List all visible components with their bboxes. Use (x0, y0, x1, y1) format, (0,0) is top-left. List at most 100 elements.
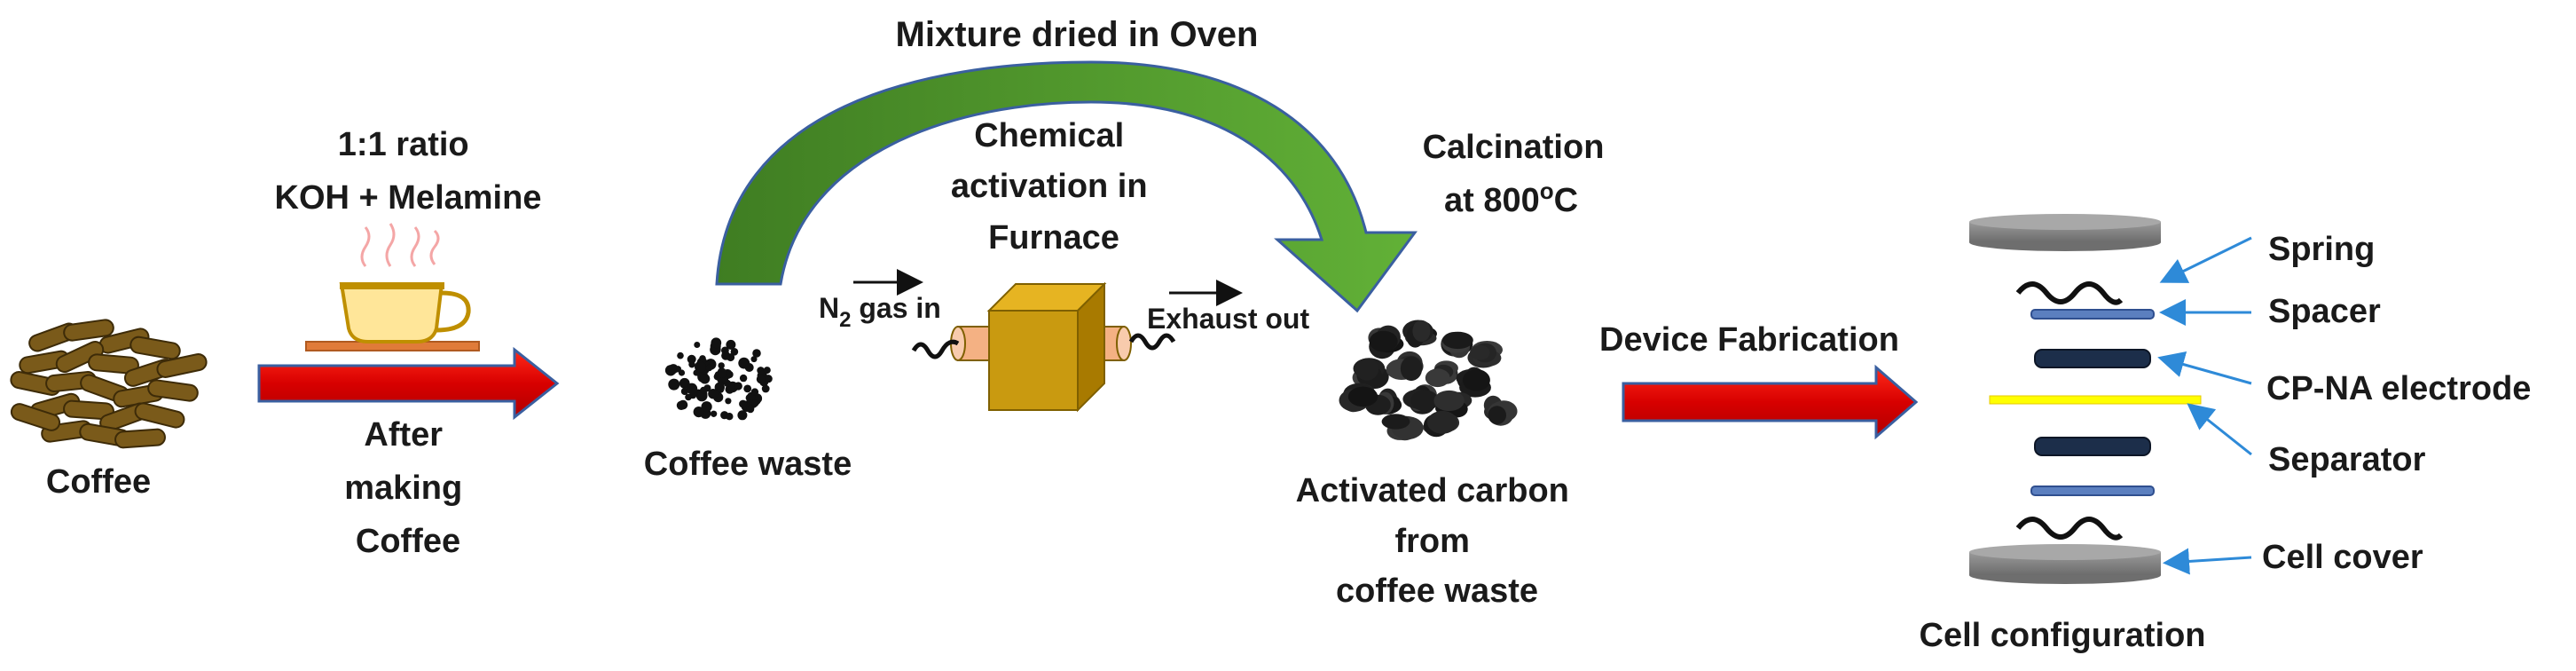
ratio-label: 1:1 ratio KOH + Melamine (275, 126, 542, 217)
cell-configuration (1969, 214, 2252, 584)
coffee-label: Coffee (46, 463, 151, 501)
carbon-particle (1412, 320, 1431, 343)
after-line-3: Coffee (356, 523, 460, 560)
carbon-particle (1381, 414, 1410, 430)
exhaust-out-label: Exhaust out (1147, 303, 1309, 335)
waste-particle (668, 378, 680, 391)
furnace-icon (853, 269, 1243, 413)
green-arc-arrow (715, 60, 1418, 313)
spring-bottom (2015, 517, 2124, 541)
waste-particle (764, 375, 773, 383)
coffee-bean (88, 353, 139, 375)
separator-label: Separator (2268, 441, 2426, 478)
waste-particle (763, 367, 771, 375)
electrode-top (2034, 349, 2151, 368)
cp-na-electrode-label: CP-NA electrode (2266, 370, 2531, 407)
coffee-bean (134, 402, 185, 429)
waste-particle (721, 351, 731, 360)
waste-particle (685, 393, 692, 401)
carbon-particle (1442, 331, 1473, 350)
activated-carbon-label: Activated carbon from coffee waste (1296, 472, 1579, 610)
waste-particle (694, 342, 701, 348)
waste-particle (711, 337, 722, 349)
waste-particle (746, 405, 755, 414)
waste-particle (677, 351, 684, 359)
coffee-bean (156, 353, 208, 378)
coffee-bean (114, 428, 166, 449)
waste-particle (686, 383, 698, 395)
waste-particle (718, 368, 727, 378)
carbon-particle (1470, 344, 1490, 360)
chem-line-1: Chemical (974, 117, 1124, 154)
waste-particle (710, 410, 718, 417)
waste-particle (708, 389, 719, 399)
carbon-particle (1355, 358, 1379, 381)
electrode-bottom (2034, 437, 2151, 456)
chem-line-3: Furnace (988, 219, 1119, 257)
carbon-particle (1347, 386, 1378, 407)
waste-particle (738, 357, 750, 369)
waste-particle (714, 382, 725, 392)
n2-gas-in-label: N2 gas in (819, 292, 941, 332)
waste-particle (750, 356, 758, 363)
activated-carbon-icon (1339, 320, 1518, 441)
coffee-bean (63, 319, 114, 342)
coffee-waste-icon (664, 337, 773, 421)
waste-particle (737, 410, 748, 421)
carbon-particle (1462, 369, 1490, 391)
pointer-separator (2187, 403, 2252, 456)
waste-particle (699, 374, 711, 384)
waste-particle (688, 361, 695, 368)
coffee-bean (130, 336, 181, 360)
waste-particle (676, 400, 687, 410)
cell-cover-label: Cell cover (2262, 539, 2423, 576)
top-cover (1969, 214, 2161, 251)
waste-particle (751, 399, 759, 407)
waste-particle (726, 339, 736, 350)
waste-particle (743, 384, 752, 393)
coffee-bean (55, 340, 105, 374)
waste-particle (726, 413, 734, 421)
pointer-electrode (2157, 351, 2252, 385)
waste-particle (739, 374, 748, 383)
red-arrow-1 (257, 346, 560, 421)
after-making-coffee-label: After making Coffee (344, 416, 472, 560)
waste-particle (678, 369, 686, 376)
carbon-particle (1369, 330, 1398, 352)
waste-particle (705, 364, 713, 372)
calcination-label: Calcination (1423, 129, 1605, 166)
coffee-bean (10, 403, 61, 431)
waste-particle (750, 388, 759, 396)
after-line-2: making (344, 470, 462, 507)
mixture-dried-label: Mixture dried in Oven (896, 15, 1259, 54)
waste-particle (730, 348, 739, 356)
chem-line-2: activation in (951, 168, 1148, 205)
coffee-bean (147, 379, 199, 402)
ratio-line-2: KOH + Melamine (275, 179, 542, 217)
ac-line-3: coffee waste (1336, 572, 1538, 610)
carbon-particle (1433, 390, 1465, 412)
carbon-particle (1488, 406, 1506, 425)
waste-particle (695, 360, 706, 373)
waste-particle (693, 407, 704, 418)
calcination-temp-label: at 800oC (1444, 178, 1578, 219)
ratio-line-1: 1:1 ratio (338, 126, 469, 163)
pointer-cell-cover (2163, 548, 2252, 575)
coffee-beans-icon (10, 319, 208, 449)
waste-particle (687, 354, 696, 364)
carbon-particle (1400, 356, 1423, 382)
device-fabrication-label: Device Fabrication (1599, 321, 1899, 359)
spring-label: Spring (2268, 231, 2375, 268)
waste-particle (739, 399, 748, 408)
waste-particle (718, 362, 725, 369)
carbon-particle (1425, 368, 1450, 388)
carbon-particle (1427, 410, 1458, 434)
coffee-waste-label: Coffee waste (644, 446, 852, 483)
spacer-label: Spacer (2268, 293, 2381, 330)
spring-top (2015, 281, 2124, 305)
spacer-bottom (2030, 485, 2155, 496)
after-line-1: After (364, 416, 443, 454)
waste-particle (664, 365, 677, 376)
waste-particle (734, 382, 742, 391)
